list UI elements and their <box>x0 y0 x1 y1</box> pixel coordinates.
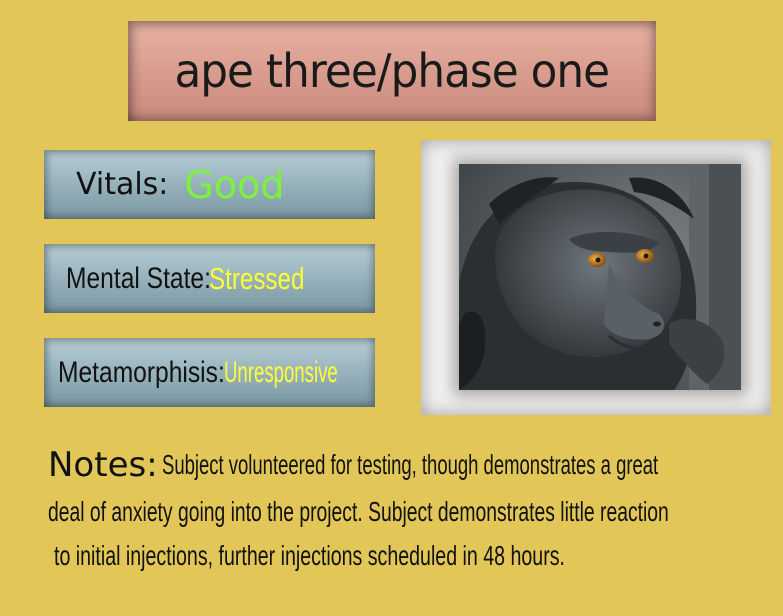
notes-heading: Notes: <box>48 445 158 485</box>
vitals-panel: Vitals: Good <box>44 150 375 219</box>
metamorphosis-panel: Metamorphisis: Unresponsive <box>44 338 375 407</box>
mental-state-label: Mental State: <box>66 261 211 295</box>
metamorphosis-value: Unresponsive <box>224 355 339 389</box>
ape-image <box>459 164 741 390</box>
title-banner: ape three/phase one <box>128 21 656 121</box>
vitals-label: Vitals: <box>76 167 169 202</box>
mental-state-value: Stressed <box>208 260 305 296</box>
vitals-value: Good <box>184 162 285 207</box>
ape-photo <box>459 164 741 390</box>
mental-state-panel: Mental State: Stressed <box>44 244 375 313</box>
notes-line-3: to initial injections, further injection… <box>54 540 565 571</box>
notes-section: Notes: Subject volunteered for testing, … <box>48 440 778 578</box>
page-title: ape three/phase one <box>174 44 611 98</box>
notes-line-1: Subject volunteered for testing, though … <box>161 449 658 480</box>
notes-line-2: deal of anxiety going into the project. … <box>48 496 669 527</box>
photo-frame <box>421 140 771 415</box>
metamorphosis-label: Metamorphisis: <box>58 355 225 389</box>
